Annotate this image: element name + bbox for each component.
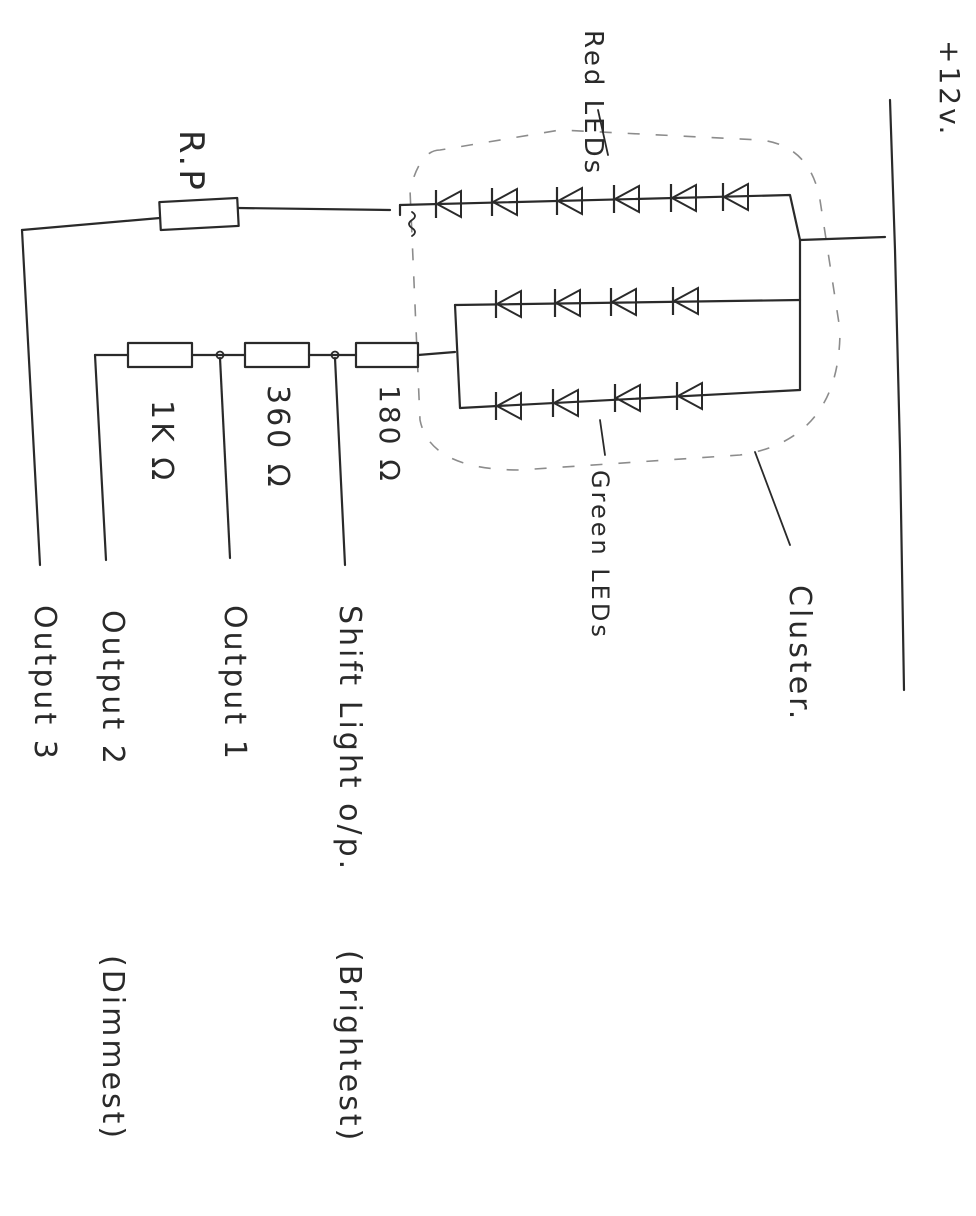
red-leds-label: Red LEDs — [578, 30, 608, 176]
output-2-label: Output 2 — [95, 610, 130, 767]
ladder-right-wire — [416, 350, 457, 357]
resistor-1k — [126, 341, 194, 369]
resistor-360 — [243, 341, 311, 369]
rp-wiper-coil — [408, 211, 416, 237]
supply-rail — [888, 98, 906, 692]
resistor-360-label: 360 Ω — [260, 385, 295, 490]
output-3-wire — [20, 228, 42, 567]
resistor-1k-label: 1K Ω — [144, 400, 179, 483]
output-1-label: Output 1 — [217, 605, 252, 762]
brightest-label: (Brightest) — [332, 950, 367, 1143]
red-string-wire — [398, 193, 887, 242]
green-string-2-wire — [458, 388, 802, 410]
red-leds-leader — [597, 109, 609, 156]
cluster-boundary — [409, 129, 841, 471]
supply-label: +12v. — [933, 40, 966, 137]
cluster-leader — [754, 451, 791, 546]
output-2-wire — [93, 353, 108, 562]
shift-output-label: Shift Light o/p. — [332, 605, 367, 872]
green-left-bus — [453, 303, 462, 410]
green-leds-label: Green LEDs — [586, 470, 614, 640]
resistor-180-label: 180 Ω — [373, 385, 406, 484]
rp-resistor — [158, 196, 240, 232]
green-string-1-wire — [453, 298, 802, 307]
shift-output-wire — [333, 356, 347, 567]
output-3-label: Output 3 — [27, 605, 62, 762]
green-leds-leader — [599, 419, 606, 456]
resistor-180 — [354, 341, 420, 369]
cluster-label: Cluster. — [782, 585, 817, 722]
dimmest-label: (Dimmest) — [95, 955, 130, 1141]
output-1-wire — [218, 356, 232, 560]
rp-right-wire — [236, 206, 392, 212]
rp-label: R.P — [171, 130, 211, 193]
rp-left-wire — [20, 216, 162, 232]
